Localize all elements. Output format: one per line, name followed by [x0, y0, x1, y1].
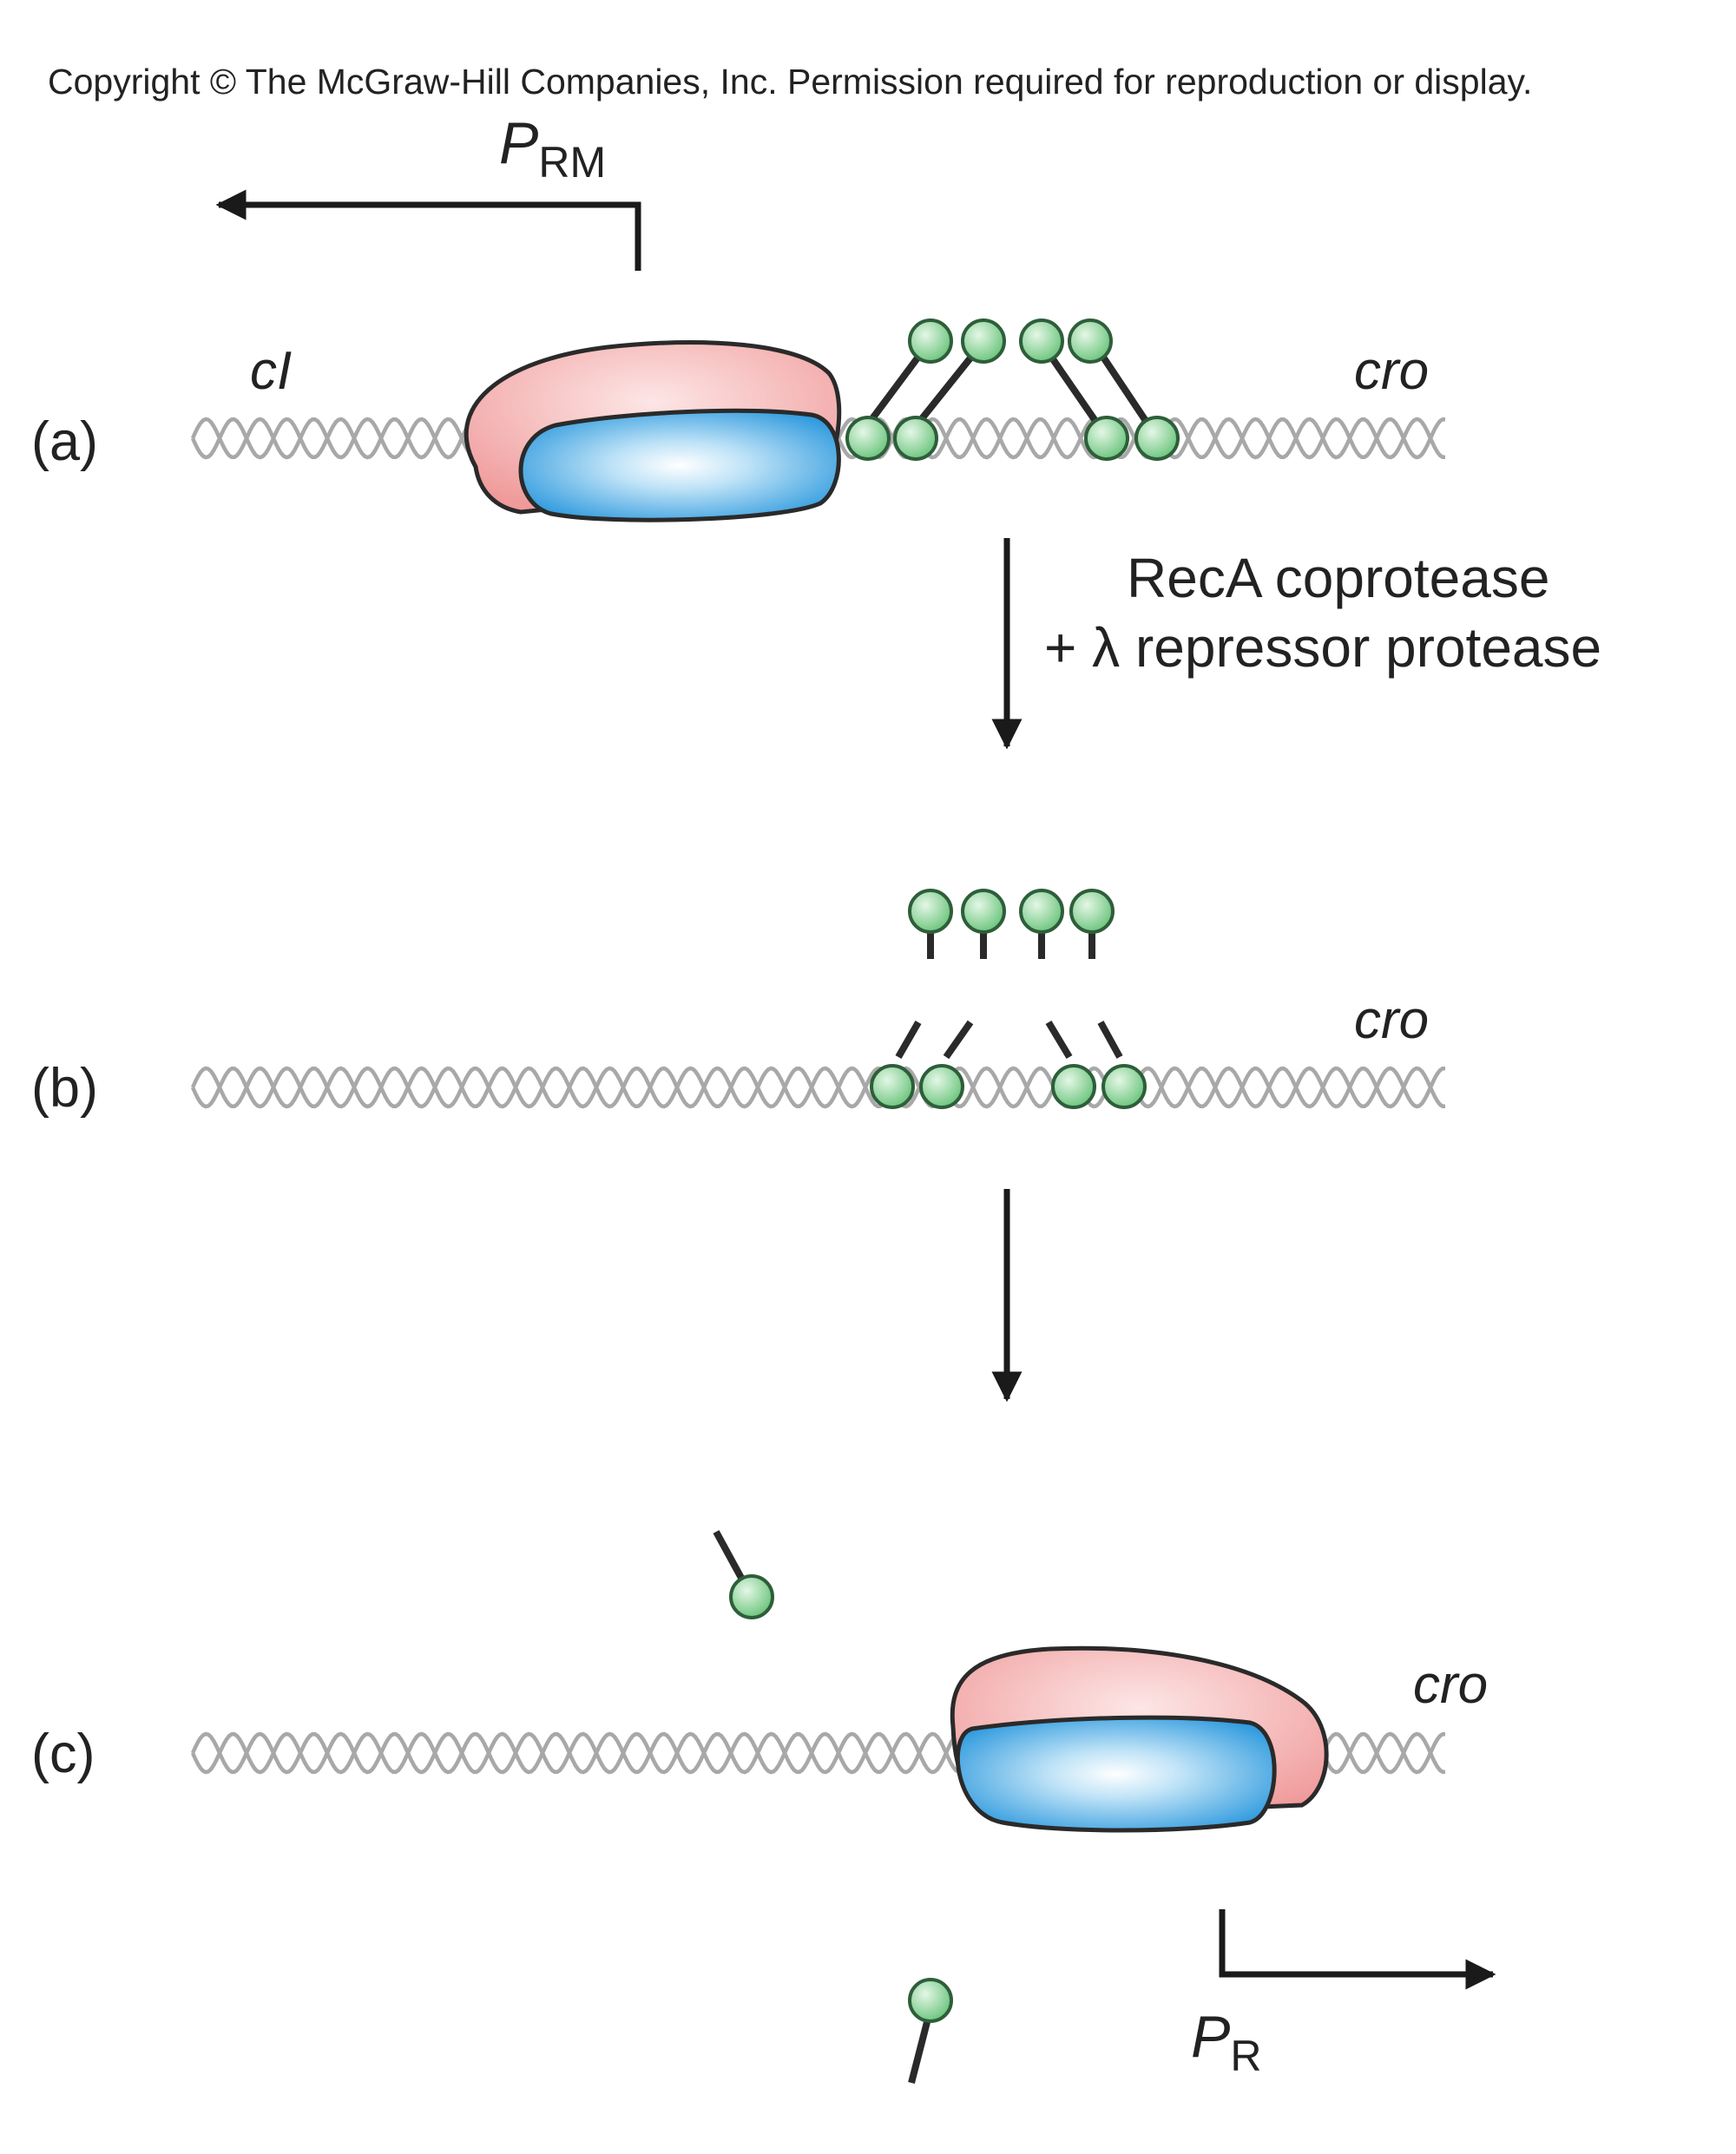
- repressor-ntd: [1134, 416, 1180, 461]
- bound-repressor-ntds-b: [870, 1020, 1147, 1109]
- prm-label-sub: RM: [538, 138, 606, 187]
- repressor-ntd: [870, 1064, 915, 1109]
- repressor-ntd: [893, 416, 938, 461]
- repressor-ntd: [845, 416, 891, 461]
- pr-label: PR: [1191, 2004, 1261, 2080]
- step-1-line-2: + λ repressor protease: [1044, 616, 1601, 679]
- prm-label: PRM: [499, 110, 606, 187]
- panel-a-label: (a): [31, 411, 98, 472]
- pr-label-sub: R: [1230, 2032, 1261, 2080]
- repressor-ntd: [1084, 416, 1129, 461]
- repressor-ctd: [1019, 319, 1064, 364]
- prm-label-main: P: [499, 110, 538, 176]
- step-1-line-1: RecA coprotease: [1127, 547, 1549, 609]
- repressor-domain: [908, 1978, 953, 2023]
- gene-cro-label-b: cro: [1354, 990, 1429, 1050]
- gene-cro-label-a: cro: [1354, 341, 1429, 401]
- repressor-ctd: [908, 319, 953, 364]
- rna-polymerase-a: [464, 340, 842, 522]
- repressor-ctd: [1069, 889, 1115, 934]
- gene-cro-label-c: cro: [1413, 1655, 1488, 1715]
- step-arrow-1: RecA coprotease + λ repressor protease: [991, 538, 1601, 750]
- free-repressor-fragment-2: [908, 1978, 953, 2084]
- repressor-domain: [729, 1574, 774, 1619]
- prm-promoter-arrow: PRM: [215, 110, 641, 271]
- panel-c: (c) cro PR: [31, 1530, 1496, 2084]
- panel-b-label: (b): [31, 1058, 98, 1119]
- repressor-ctd: [961, 319, 1006, 364]
- repressor-ntd: [919, 1064, 964, 1109]
- repressor-ctd: [961, 889, 1006, 934]
- copyright-text: Copyright © The McGraw-Hill Companies, I…: [48, 62, 1532, 102]
- gene-ci-label: cI: [250, 341, 292, 401]
- repressor-ctd: [908, 889, 953, 934]
- repressor-dimers-a: [845, 319, 1180, 461]
- cleaved-repressor-ctds-b: [908, 889, 1115, 959]
- panel-c-label: (c): [31, 1724, 95, 1784]
- repressor-ctd: [1019, 889, 1064, 934]
- panel-b: (b) cro: [31, 889, 1445, 1119]
- dna-helix-b: [190, 1066, 1445, 1109]
- repressor-ntd: [1051, 1064, 1096, 1109]
- rna-polymerase-c: [950, 1645, 1329, 1833]
- repressor-ntd: [1101, 1064, 1147, 1109]
- free-repressor-fragment-1: [713, 1530, 774, 1619]
- pr-promoter-arrow: PR: [1191, 1909, 1496, 2080]
- repressor-ctd: [1068, 319, 1113, 364]
- panel-a: (a) PRM cI cro: [31, 110, 1445, 522]
- pr-label-main: P: [1191, 2004, 1230, 2070]
